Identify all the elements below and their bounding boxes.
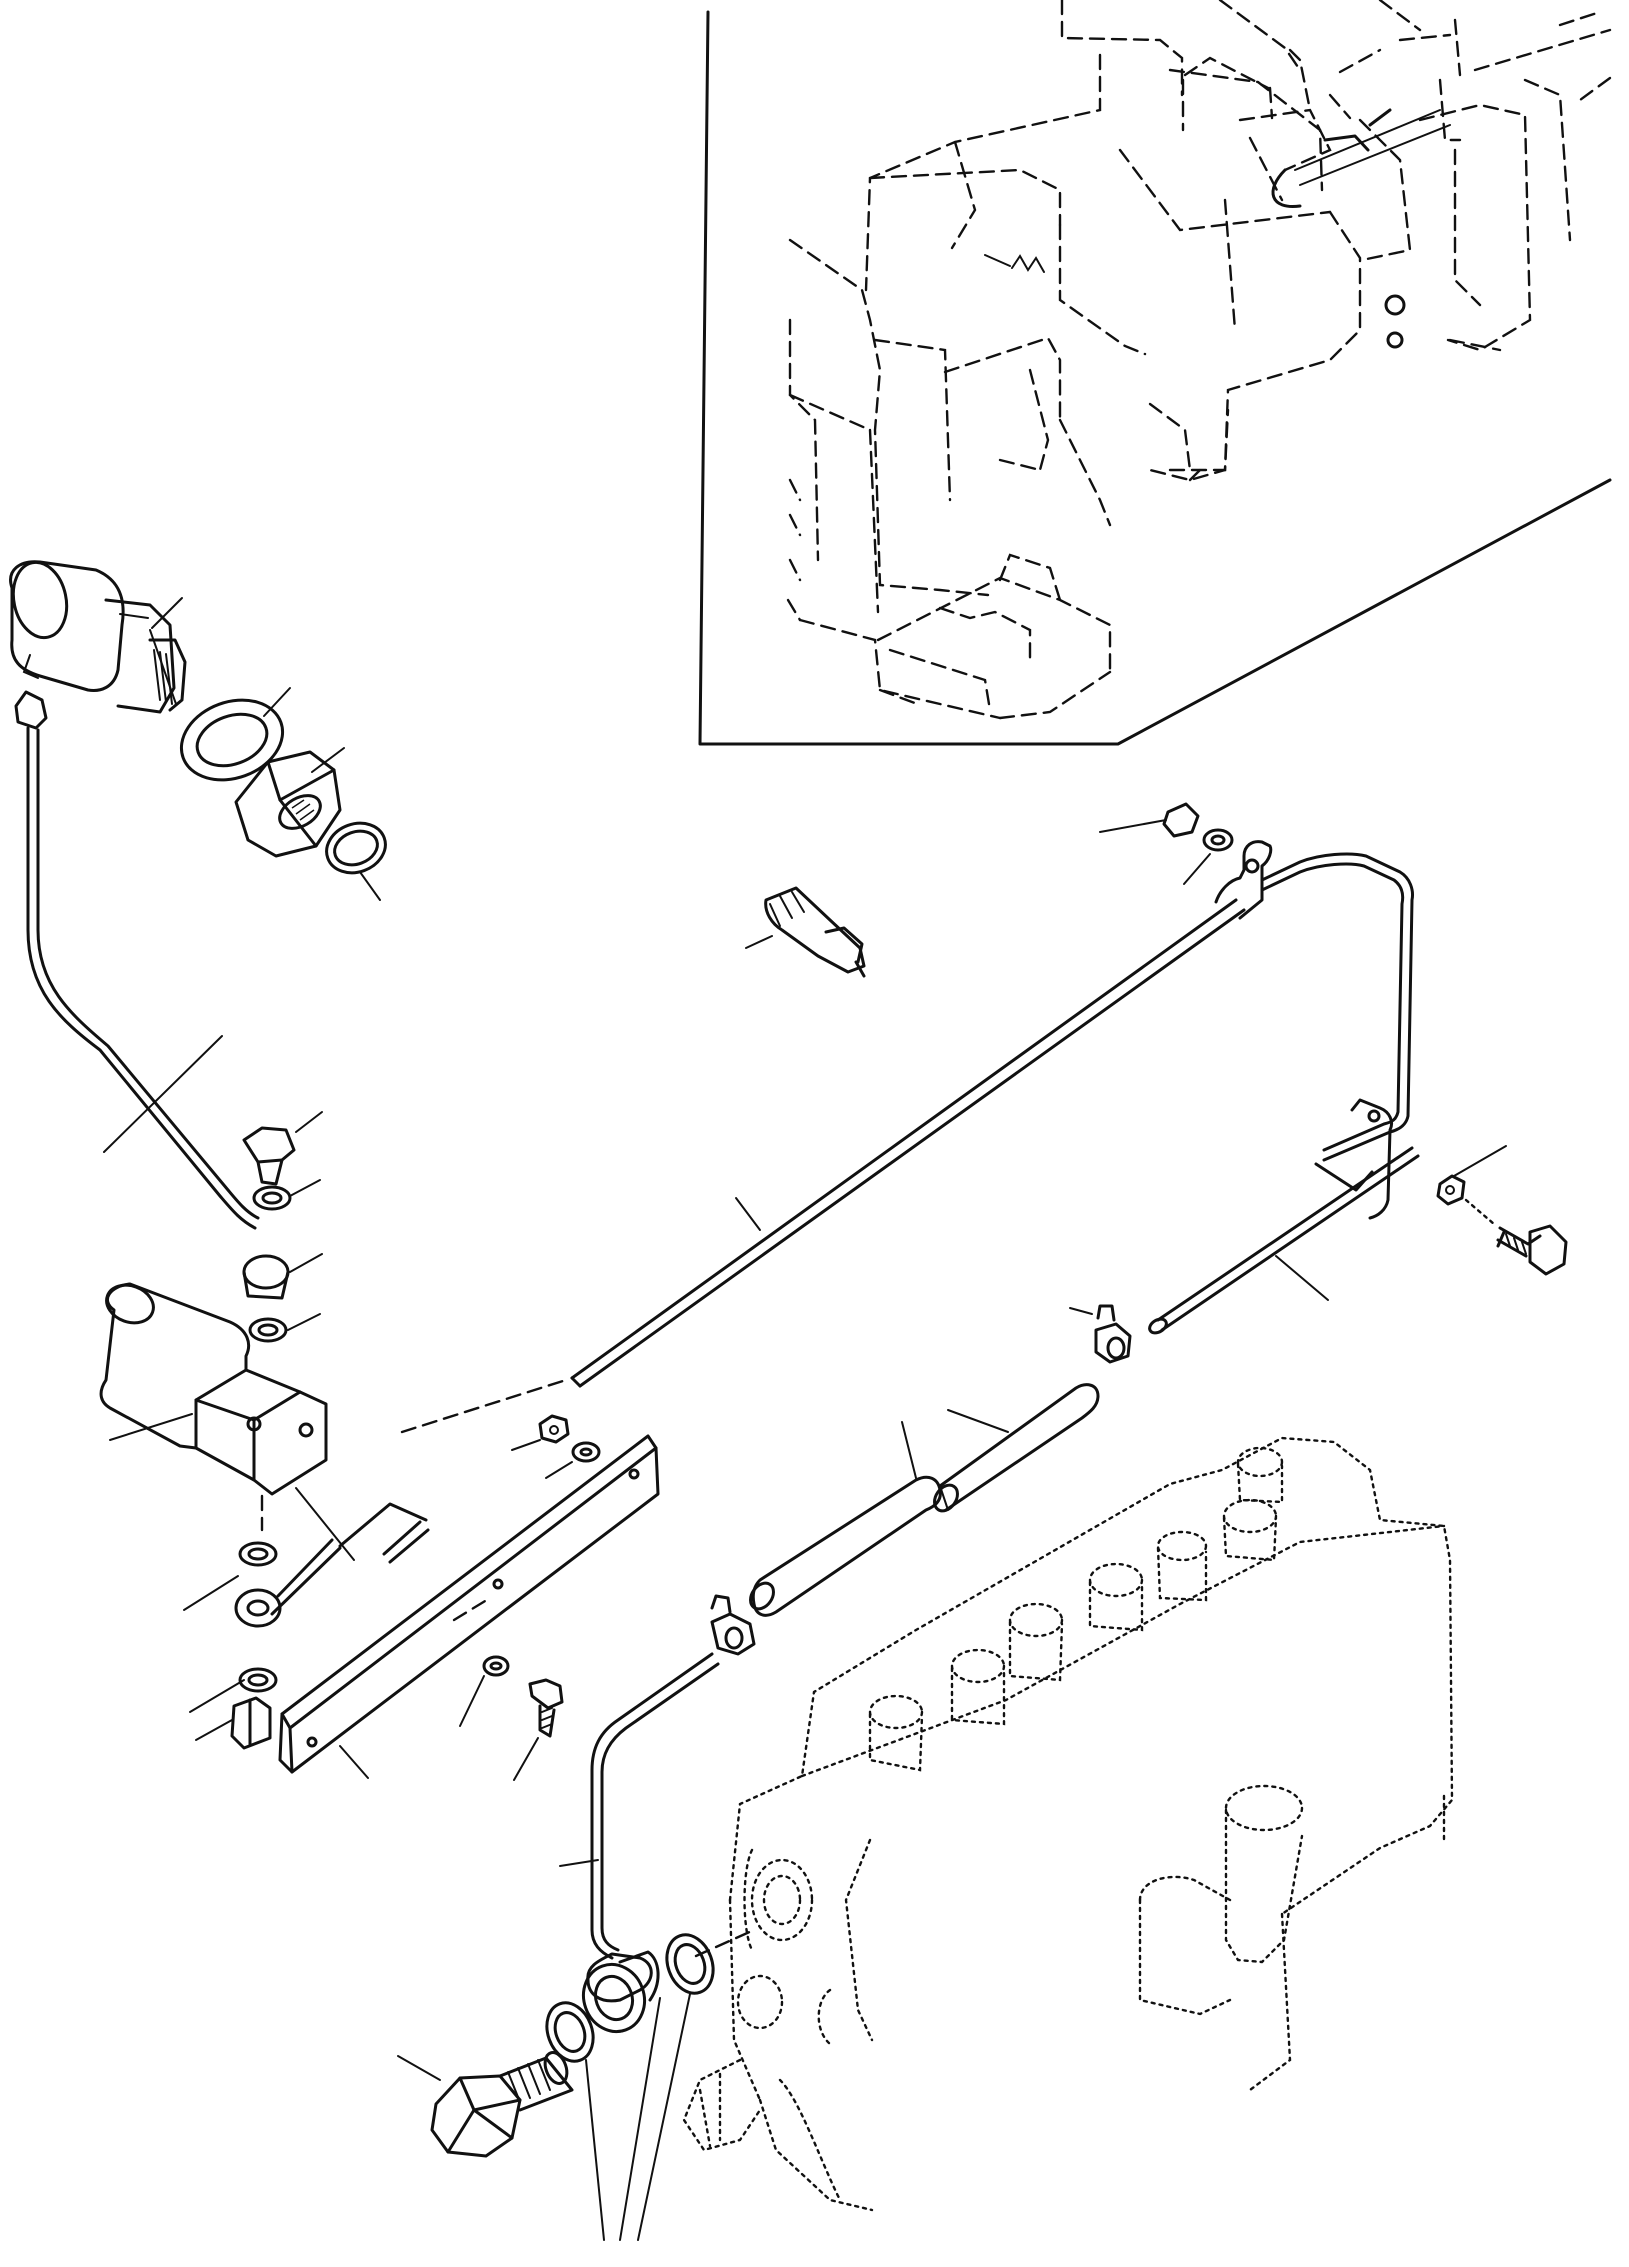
right-bolt-set <box>1436 1145 1568 1276</box>
adapter-nut <box>234 750 342 858</box>
filter-body <box>99 1282 328 1496</box>
inset-frame <box>698 10 1612 746</box>
mount-plate <box>278 1434 660 1779</box>
screw-connector <box>745 886 866 978</box>
copper-washer <box>179 698 285 782</box>
plug-washer <box>252 1185 292 1211</box>
return-pipe <box>1260 852 1414 1162</box>
banjo-bolt-large <box>430 2051 574 2158</box>
plate-nut-set <box>511 1414 601 1479</box>
banjo-fitting <box>242 1254 290 1290</box>
plate-screw-set <box>459 1655 564 1781</box>
seal-washer-outer <box>665 1933 715 1995</box>
hose-upper <box>933 1383 1100 1513</box>
connector-clamp <box>1069 1304 1132 1364</box>
lower-washer <box>248 1317 288 1343</box>
pump-callouts <box>397 1993 691 2241</box>
main-line <box>570 898 1246 1388</box>
adapter-o-ring <box>325 821 387 875</box>
hex-nut <box>1162 802 1200 838</box>
injection-pump-outline <box>682 1436 1454 2212</box>
lower-return-line <box>1148 1146 1420 1335</box>
switch-pipe-nut <box>14 690 48 730</box>
right-bolt <box>1496 1224 1568 1276</box>
plug <box>242 1126 296 1164</box>
lower-pipe <box>559 1652 720 1960</box>
washer <box>1202 828 1234 852</box>
lower-clamp <box>710 1594 756 1656</box>
hose-lower <box>749 1421 942 1617</box>
pressure-switch <box>9 560 187 714</box>
upper-pipe <box>26 726 260 1230</box>
lower-fitting-stack <box>183 1494 342 1750</box>
seal-washer-inner <box>545 2001 595 2063</box>
lower-banjo-bolt <box>230 1696 272 1750</box>
filter-outlet-pipe <box>295 1378 568 1564</box>
pump-banjo <box>545 1928 756 2063</box>
upper-fitting-stack <box>242 1111 323 1343</box>
pressure-switch-assembly <box>9 560 387 901</box>
inset-tractor-outline <box>786 0 1612 720</box>
upper-bracket <box>1099 802 1273 920</box>
